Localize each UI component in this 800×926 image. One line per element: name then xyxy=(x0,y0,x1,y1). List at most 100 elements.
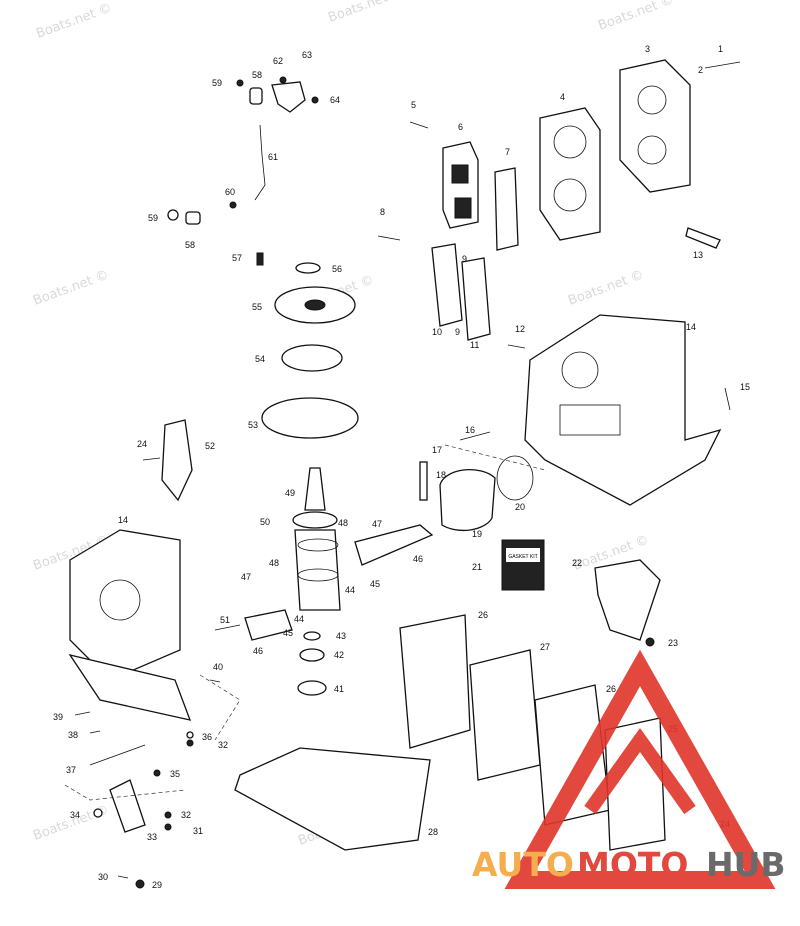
part-37-rod xyxy=(89,744,146,766)
callout-47: 47 xyxy=(372,519,382,529)
callout-58b: 58 xyxy=(185,240,195,250)
callout-57: 57 xyxy=(232,253,242,263)
crankcase-upper xyxy=(524,314,731,506)
part-12-screw xyxy=(507,344,526,349)
sticker-bg xyxy=(506,548,540,562)
part-15-screw xyxy=(724,387,731,411)
callout-34: 34 xyxy=(70,810,80,820)
part-22-housing xyxy=(594,559,661,641)
callout-9: 9 xyxy=(462,254,467,264)
callout-8: 8 xyxy=(380,207,385,217)
callout-40: 40 xyxy=(213,662,223,672)
part-49-shaft xyxy=(304,467,326,511)
watermark-text: Boats.net © xyxy=(596,0,676,34)
callout-11: 11 xyxy=(470,340,479,350)
part-52-bracket xyxy=(161,419,193,502)
part-63 xyxy=(271,81,306,113)
logo-inner-mark xyxy=(584,727,696,815)
part-64 xyxy=(311,96,319,104)
callout-32b: 32 xyxy=(218,740,228,750)
part-6-port-2 xyxy=(454,197,472,219)
part-46-rod xyxy=(354,524,434,566)
watermark-text: Boats.net © xyxy=(326,0,406,26)
base-plate xyxy=(68,653,192,721)
callout-58: 58 xyxy=(252,70,262,80)
callout-14: 14 xyxy=(686,322,696,332)
part-53-seal xyxy=(261,397,359,439)
watermark-text: Boats.net © xyxy=(566,268,646,309)
part-18-pin xyxy=(419,461,428,501)
callout-21: 21 xyxy=(472,562,482,572)
callout-44b: 44 xyxy=(294,614,304,624)
callout-59: 59 xyxy=(212,78,222,88)
part-20-ring xyxy=(496,455,534,501)
part-14-crankcase xyxy=(524,314,722,506)
head-port-upper xyxy=(637,85,667,115)
callout-28: 28 xyxy=(428,827,438,837)
sticker-text: GASKET KIT xyxy=(508,554,537,560)
part-36-nut xyxy=(186,731,194,739)
part-31-washer xyxy=(164,823,172,831)
part-38-screw xyxy=(89,730,101,734)
callout-50: 50 xyxy=(260,517,270,527)
callout-47b: 47 xyxy=(241,572,251,582)
part-46b-rod-cap xyxy=(244,609,293,641)
part-35-clip xyxy=(153,769,161,777)
part-19-piston xyxy=(439,469,496,532)
part-32b-washer xyxy=(186,739,194,747)
cylinder-head-parts xyxy=(409,59,741,251)
gasket-bore-lower xyxy=(553,178,587,212)
part-27-gasket xyxy=(469,649,541,781)
callout-32: 32 xyxy=(181,810,191,820)
crankcase-window xyxy=(559,404,621,436)
callout-29: 29 xyxy=(152,880,162,890)
callout-17: 17 xyxy=(432,445,442,455)
callout-12: 12 xyxy=(515,324,525,334)
callout-33: 33 xyxy=(147,832,157,842)
part-55-hub xyxy=(304,299,326,311)
part-59 xyxy=(236,79,244,87)
callout-37: 37 xyxy=(66,765,76,775)
callout-5: 5 xyxy=(411,100,416,110)
part-58b xyxy=(185,211,201,225)
callout-numbers: 1 2 3 4 5 6 7 8 9 9 10 11 12 13 14 14 15… xyxy=(53,44,750,890)
callout-60: 60 xyxy=(225,187,235,197)
watermark-text: Boats.net © xyxy=(34,1,114,42)
logo-text-moto: MOTO xyxy=(577,845,688,884)
callout-48b: 48 xyxy=(269,558,279,568)
part-8-screw xyxy=(377,235,401,241)
part-6-port xyxy=(451,164,469,184)
part-43-ring xyxy=(303,631,321,641)
part-30-pin xyxy=(117,875,129,879)
leader-lines xyxy=(64,444,546,801)
callout-54: 54 xyxy=(255,354,265,364)
callout-62: 62 xyxy=(273,56,283,66)
callout-7: 7 xyxy=(505,147,510,157)
part-42-bearing xyxy=(299,648,325,662)
part-50-bearing xyxy=(292,511,338,529)
callout-19: 19 xyxy=(472,529,482,539)
part-4-head-gasket xyxy=(539,107,601,241)
callout-16: 16 xyxy=(465,425,475,435)
callout-10: 10 xyxy=(432,327,442,337)
callout-36: 36 xyxy=(202,732,212,742)
callout-53: 53 xyxy=(248,420,258,430)
dashed-line xyxy=(64,784,186,801)
callout-27: 27 xyxy=(540,642,550,652)
part-51-bolt xyxy=(214,624,241,631)
part-3-cylinder-head xyxy=(619,59,691,193)
callout-48: 48 xyxy=(338,518,348,528)
piston-assembly: GASKET KIT xyxy=(214,431,661,647)
callout-39: 39 xyxy=(53,712,63,722)
part-54-gasket xyxy=(281,344,343,372)
callout-18: 18 xyxy=(436,470,446,480)
callout-15: 15 xyxy=(740,382,750,392)
logo-text-auto: AUTO xyxy=(472,845,574,884)
crankshaft-body xyxy=(294,529,341,611)
dashed-line xyxy=(444,444,546,471)
part-23-bolt xyxy=(645,637,655,647)
part-1-screw xyxy=(704,61,741,69)
callout-45b: 45 xyxy=(283,628,293,638)
crankcase-bore-2 xyxy=(99,579,141,621)
